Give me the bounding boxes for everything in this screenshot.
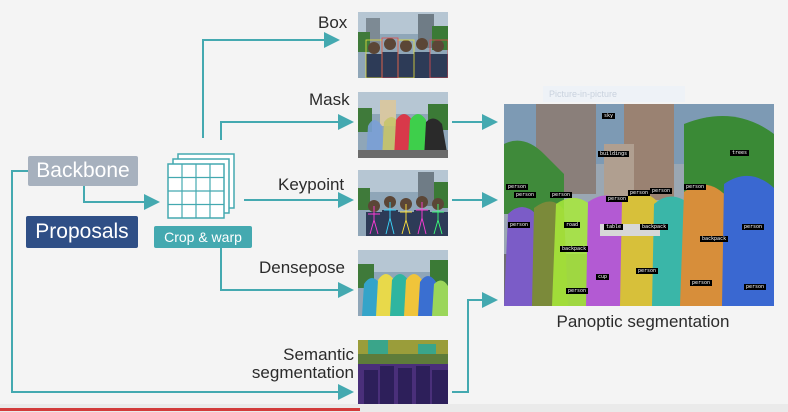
densepose-thumbnail [358,250,448,316]
semantic-label-line1: Semantic [283,345,354,364]
tag-person-9: person [742,224,765,230]
arrow-to-box [202,32,340,138]
backbone-box: Backbone [28,156,138,186]
tag-cup: cup [596,274,610,280]
arrow-semantic-to-panoptic [452,292,498,393]
tag-trees: trees [730,150,750,156]
box-thumbnail [358,12,448,78]
tag-person-8: person [508,222,531,228]
tag-person-13: person [744,284,767,290]
crop-warp-label: Crop & warp [164,229,242,245]
crop-warp-box: Crop & warp [154,226,252,248]
picture-in-picture-text: Picture-in-picture [549,89,618,99]
backbone-label: Backbone [36,159,130,182]
panoptic-caption: Panoptic segmentation [556,312,730,331]
keypoint-label: Keypoint [278,175,345,194]
tag-person-2: person [514,192,537,198]
mask-thumbnail [358,92,448,158]
video-progress-track[interactable] [0,404,788,412]
tag-backpack-2: backpack [700,236,729,242]
tag-person-3: person [550,192,573,198]
tag-person-11: person [566,288,589,294]
tag-person-5: person [628,190,651,196]
picture-in-picture-hint: Picture-in-picture [543,86,685,102]
arrow-to-mask [220,114,354,140]
panoptic-image: sky buildings trees person person person… [504,104,774,306]
tag-backpack-3: backpack [560,246,589,252]
arrow-to-densepose [220,244,354,298]
tag-person-4: person [606,196,629,202]
semantic-label-line2: segmentation [251,363,354,382]
tag-person-7: person [684,184,707,190]
arrow-to-crop [83,186,160,210]
tag-road: road [564,222,581,228]
tag-person-12: person [690,280,713,286]
tag-person-10: person [636,268,659,274]
tag-backpack-1: backpack [640,224,669,230]
densepose-label: Densepose [259,258,346,277]
arrow-to-semantic [11,170,354,400]
keypoint-thumbnail [358,170,448,236]
mask-label: Mask [309,90,350,109]
proposals-box: Proposals [26,216,138,248]
tag-buildings: buildings [598,151,630,157]
box-label: Box [318,13,348,32]
tag-sky: sky [602,113,616,119]
grid-stack-icon [167,153,235,219]
tag-table: table [604,224,624,230]
tag-person-1: person [506,184,529,190]
proposals-label: Proposals [35,220,129,243]
semantic-thumbnail [358,340,448,406]
video-progress-fill [0,408,360,411]
tag-person-6: person [650,188,673,194]
